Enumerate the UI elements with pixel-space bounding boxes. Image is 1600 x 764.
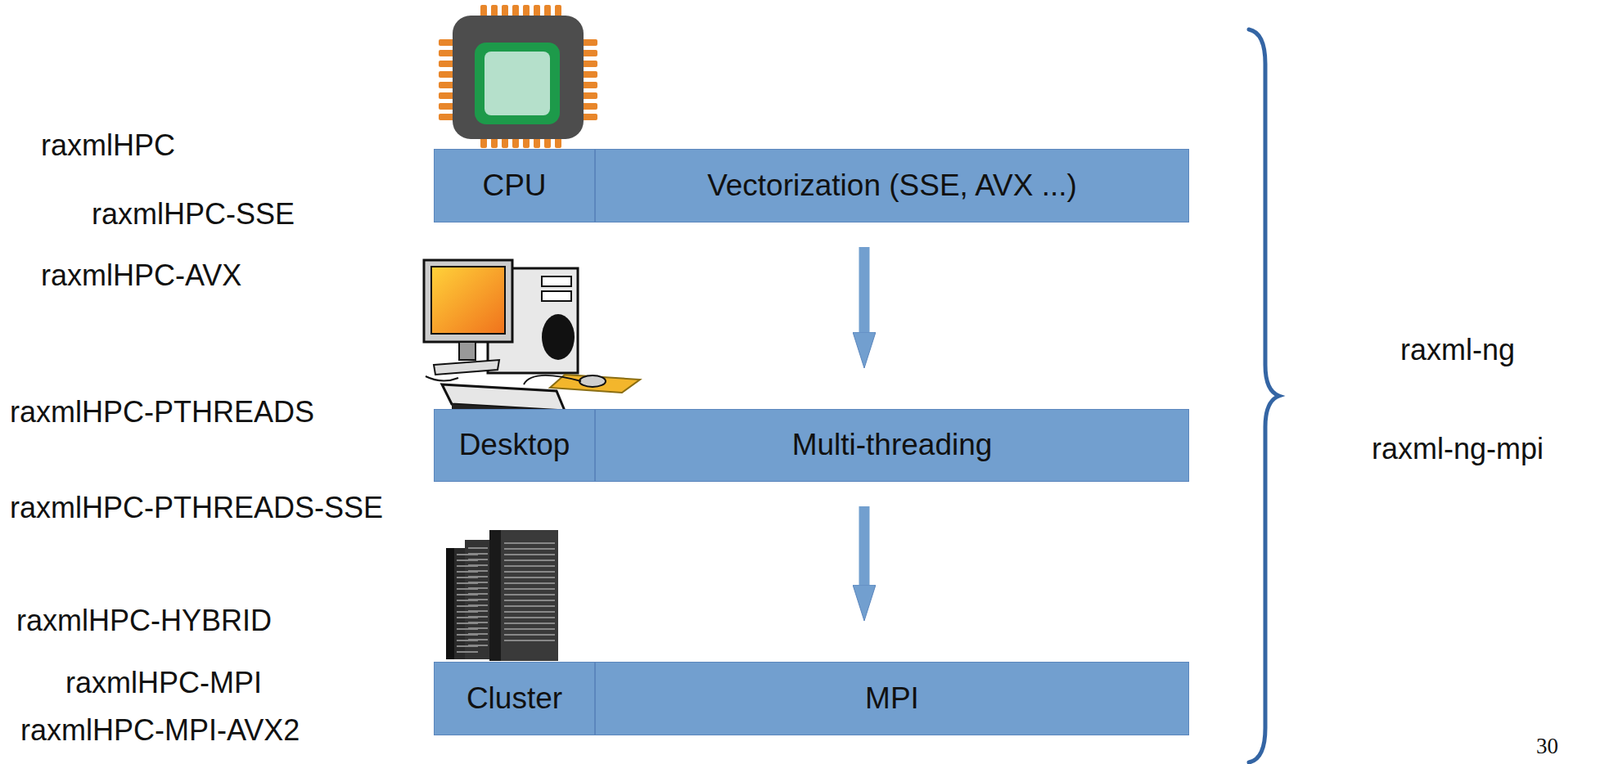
binary-name: raxmlHPC-HYBRID bbox=[16, 604, 272, 638]
box-label: Desktop bbox=[459, 428, 571, 463]
flow-arrow bbox=[859, 506, 870, 586]
binary-name: raxmlHPC-PTHREADS-SSE bbox=[9, 491, 395, 525]
binary-name: raxmlHPC-PTHREADS bbox=[9, 396, 315, 429]
binary-name: raxmlHPC-AVX bbox=[40, 259, 242, 293]
page-number: 30 bbox=[1536, 734, 1559, 760]
curly-brace bbox=[1248, 29, 1280, 763]
box-label: Multi-threading bbox=[792, 428, 993, 463]
binary-name: raxmlHPC bbox=[40, 129, 176, 163]
platform-box: CPU bbox=[433, 148, 595, 223]
flow-arrow bbox=[859, 247, 870, 333]
platform-box: Desktop bbox=[433, 409, 595, 483]
box-label: CPU bbox=[482, 169, 546, 203]
binary-name: raxmlHPC-SSE bbox=[91, 198, 295, 231]
desktop-computer-icon bbox=[423, 260, 640, 416]
box-label: Vectorization (SSE, AVX ...) bbox=[707, 169, 1078, 203]
tool-name: raxml-ng-mpi bbox=[1371, 432, 1544, 466]
binary-name: raxmlHPC-MPI bbox=[65, 667, 262, 700]
box-label: Cluster bbox=[466, 682, 563, 717]
binary-name: raxmlHPC-MPI-AVX2 bbox=[20, 714, 300, 748]
box-label: MPI bbox=[865, 682, 920, 717]
parallelism-box: Multi-threading bbox=[594, 409, 1190, 483]
server-cluster-icon bbox=[446, 530, 559, 662]
platform-box: Cluster bbox=[433, 662, 595, 736]
tool-name: raxml-ng bbox=[1400, 333, 1515, 367]
cpu-chip-icon bbox=[438, 4, 598, 149]
parallelism-box: MPI bbox=[594, 662, 1190, 736]
parallelism-box: Vectorization (SSE, AVX ...) bbox=[594, 148, 1190, 223]
